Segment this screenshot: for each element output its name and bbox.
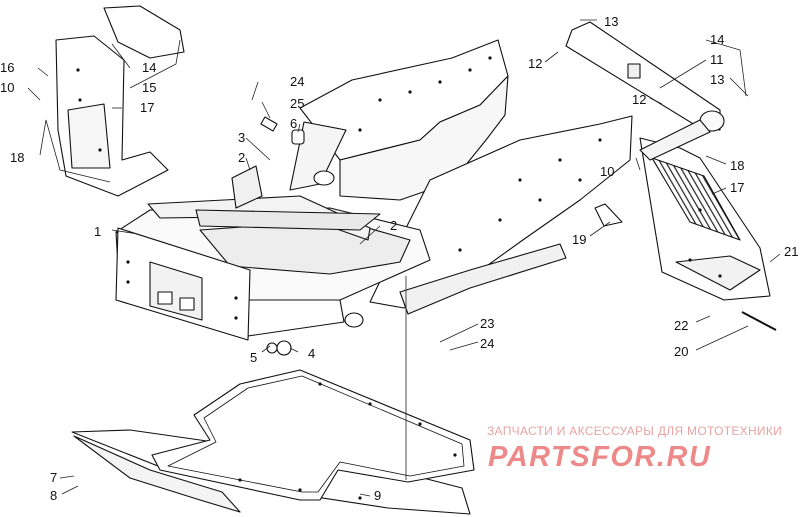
callout-2-top: 2 xyxy=(238,150,245,165)
callout-16: 16 xyxy=(0,60,14,75)
main-chassis-frame xyxy=(115,39,633,337)
callout-10-right: 10 xyxy=(600,164,614,179)
callout-10-left: 10 xyxy=(0,80,14,95)
callout-14-right: 14 xyxy=(710,32,724,47)
steering-post xyxy=(565,21,725,161)
callout-22: 22 xyxy=(674,318,688,333)
callout-24-top: 24 xyxy=(290,74,304,89)
callout-23: 23 xyxy=(480,316,494,331)
callout-13-top: 13 xyxy=(604,14,618,29)
callout-18-left: 18 xyxy=(10,150,24,165)
right-footrest-assembly xyxy=(639,137,771,301)
callout-19: 19 xyxy=(572,232,586,247)
callout-3: 3 xyxy=(238,130,245,145)
callout-2-mid: 2 xyxy=(390,218,397,233)
shock-mount-25 xyxy=(260,116,278,132)
rivet-holes xyxy=(76,56,722,500)
callout-15: 15 xyxy=(142,80,156,95)
callout-12-mid: 12 xyxy=(632,92,646,107)
callout-17-left: 17 xyxy=(140,100,154,115)
callout-13-mid: 13 xyxy=(710,72,724,87)
callout-17-right: 17 xyxy=(730,180,744,195)
callout-8: 8 xyxy=(50,488,57,503)
bolt-20 xyxy=(741,311,777,331)
bushing-4-5 xyxy=(266,340,292,356)
callout-7: 7 xyxy=(50,470,57,485)
spacer-6 xyxy=(291,129,305,145)
callout-18-right: 18 xyxy=(730,158,744,173)
watermark-tagline: ЗАПЧАСТИ И АКСЕССУАРЫ ДЛЯ МОТОТЕХНИКИ xyxy=(487,424,783,438)
callout-4: 4 xyxy=(308,346,315,361)
callout-14-left: 14 xyxy=(142,60,156,75)
left-footrest-assembly xyxy=(55,5,185,197)
callout-labels: 16 10 18 14 15 17 24 25 3 6 2 1 2 5 4 13… xyxy=(0,14,798,503)
callout-24-bottom: 24 xyxy=(480,336,494,351)
belly-pan xyxy=(151,369,475,501)
callout-6: 6 xyxy=(290,116,297,131)
callout-5: 5 xyxy=(250,350,257,365)
callout-25: 25 xyxy=(290,96,304,111)
callout-20: 20 xyxy=(674,344,688,359)
callout-1: 1 xyxy=(94,224,101,239)
leader-lines xyxy=(27,19,781,497)
bracket-19 xyxy=(594,203,623,227)
callout-21: 21 xyxy=(784,244,798,259)
watermark-logo: PARTSFOR.RU xyxy=(488,441,711,473)
callout-11: 11 xyxy=(710,52,724,67)
callout-12-top: 12 xyxy=(528,56,542,71)
tube-part xyxy=(313,170,364,328)
callout-9: 9 xyxy=(374,488,381,503)
bumper-bar xyxy=(115,227,251,341)
